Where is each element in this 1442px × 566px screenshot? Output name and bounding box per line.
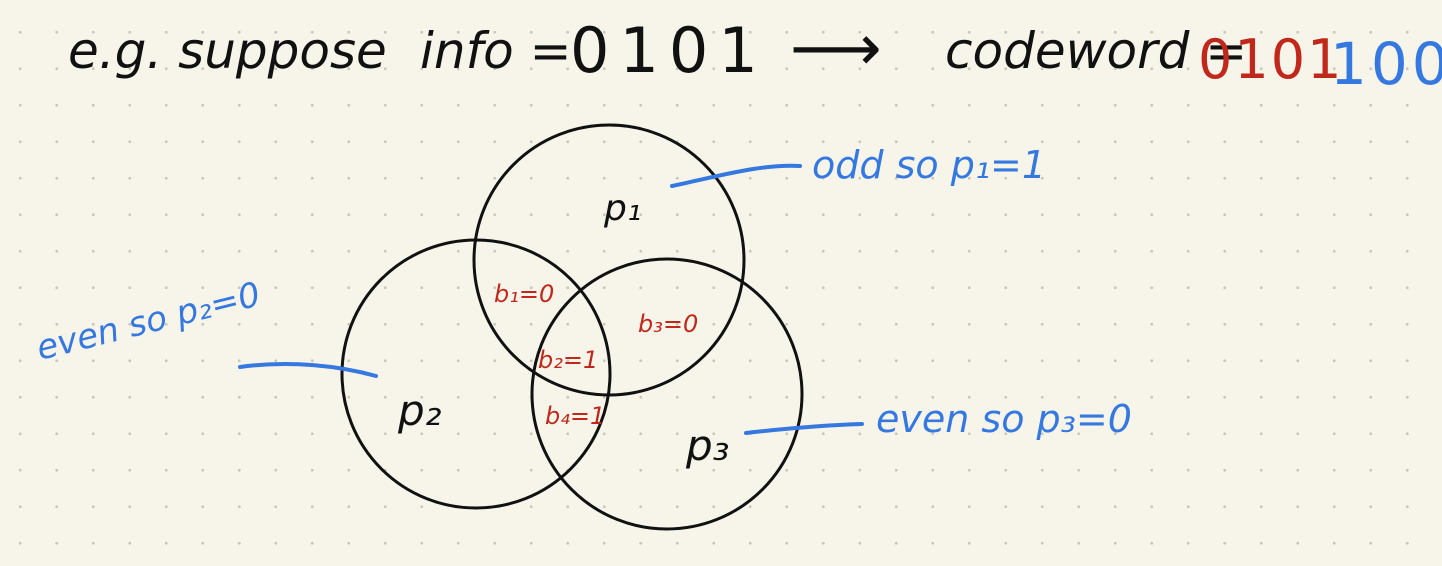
codeword-label: codeword = — [945, 22, 1247, 80]
region-b1: b₁=0 — [494, 280, 554, 308]
codeword-data-bits: 0101 — [1198, 28, 1343, 91]
info-label: info = — [420, 22, 572, 80]
p2-note: even so p₂=0 — [33, 275, 265, 369]
p1-label: p₁ — [603, 188, 641, 229]
arrow-icon: ⟶ — [790, 12, 882, 86]
region-b2: b₂=1 — [538, 346, 598, 374]
p3-leader-line — [744, 422, 864, 435]
p1-note: odd so p₁=1 — [812, 143, 1046, 187]
header-prefix: e.g. suppose — [68, 22, 387, 80]
circle-p3 — [530, 257, 804, 531]
p3-label: p₃ — [685, 421, 730, 470]
p2-label: p₂ — [397, 386, 442, 435]
p3-note: even so p₃=0 — [876, 397, 1132, 441]
info-value: 0101 — [570, 14, 768, 87]
codeword-parity-bits: 100 — [1330, 30, 1442, 98]
circle-p2 — [340, 238, 612, 510]
p1-leader-line — [670, 163, 802, 188]
region-b4: b₄=1 — [545, 402, 605, 430]
region-b3: b₃=0 — [638, 310, 698, 338]
p2-leader-line — [238, 362, 378, 378]
